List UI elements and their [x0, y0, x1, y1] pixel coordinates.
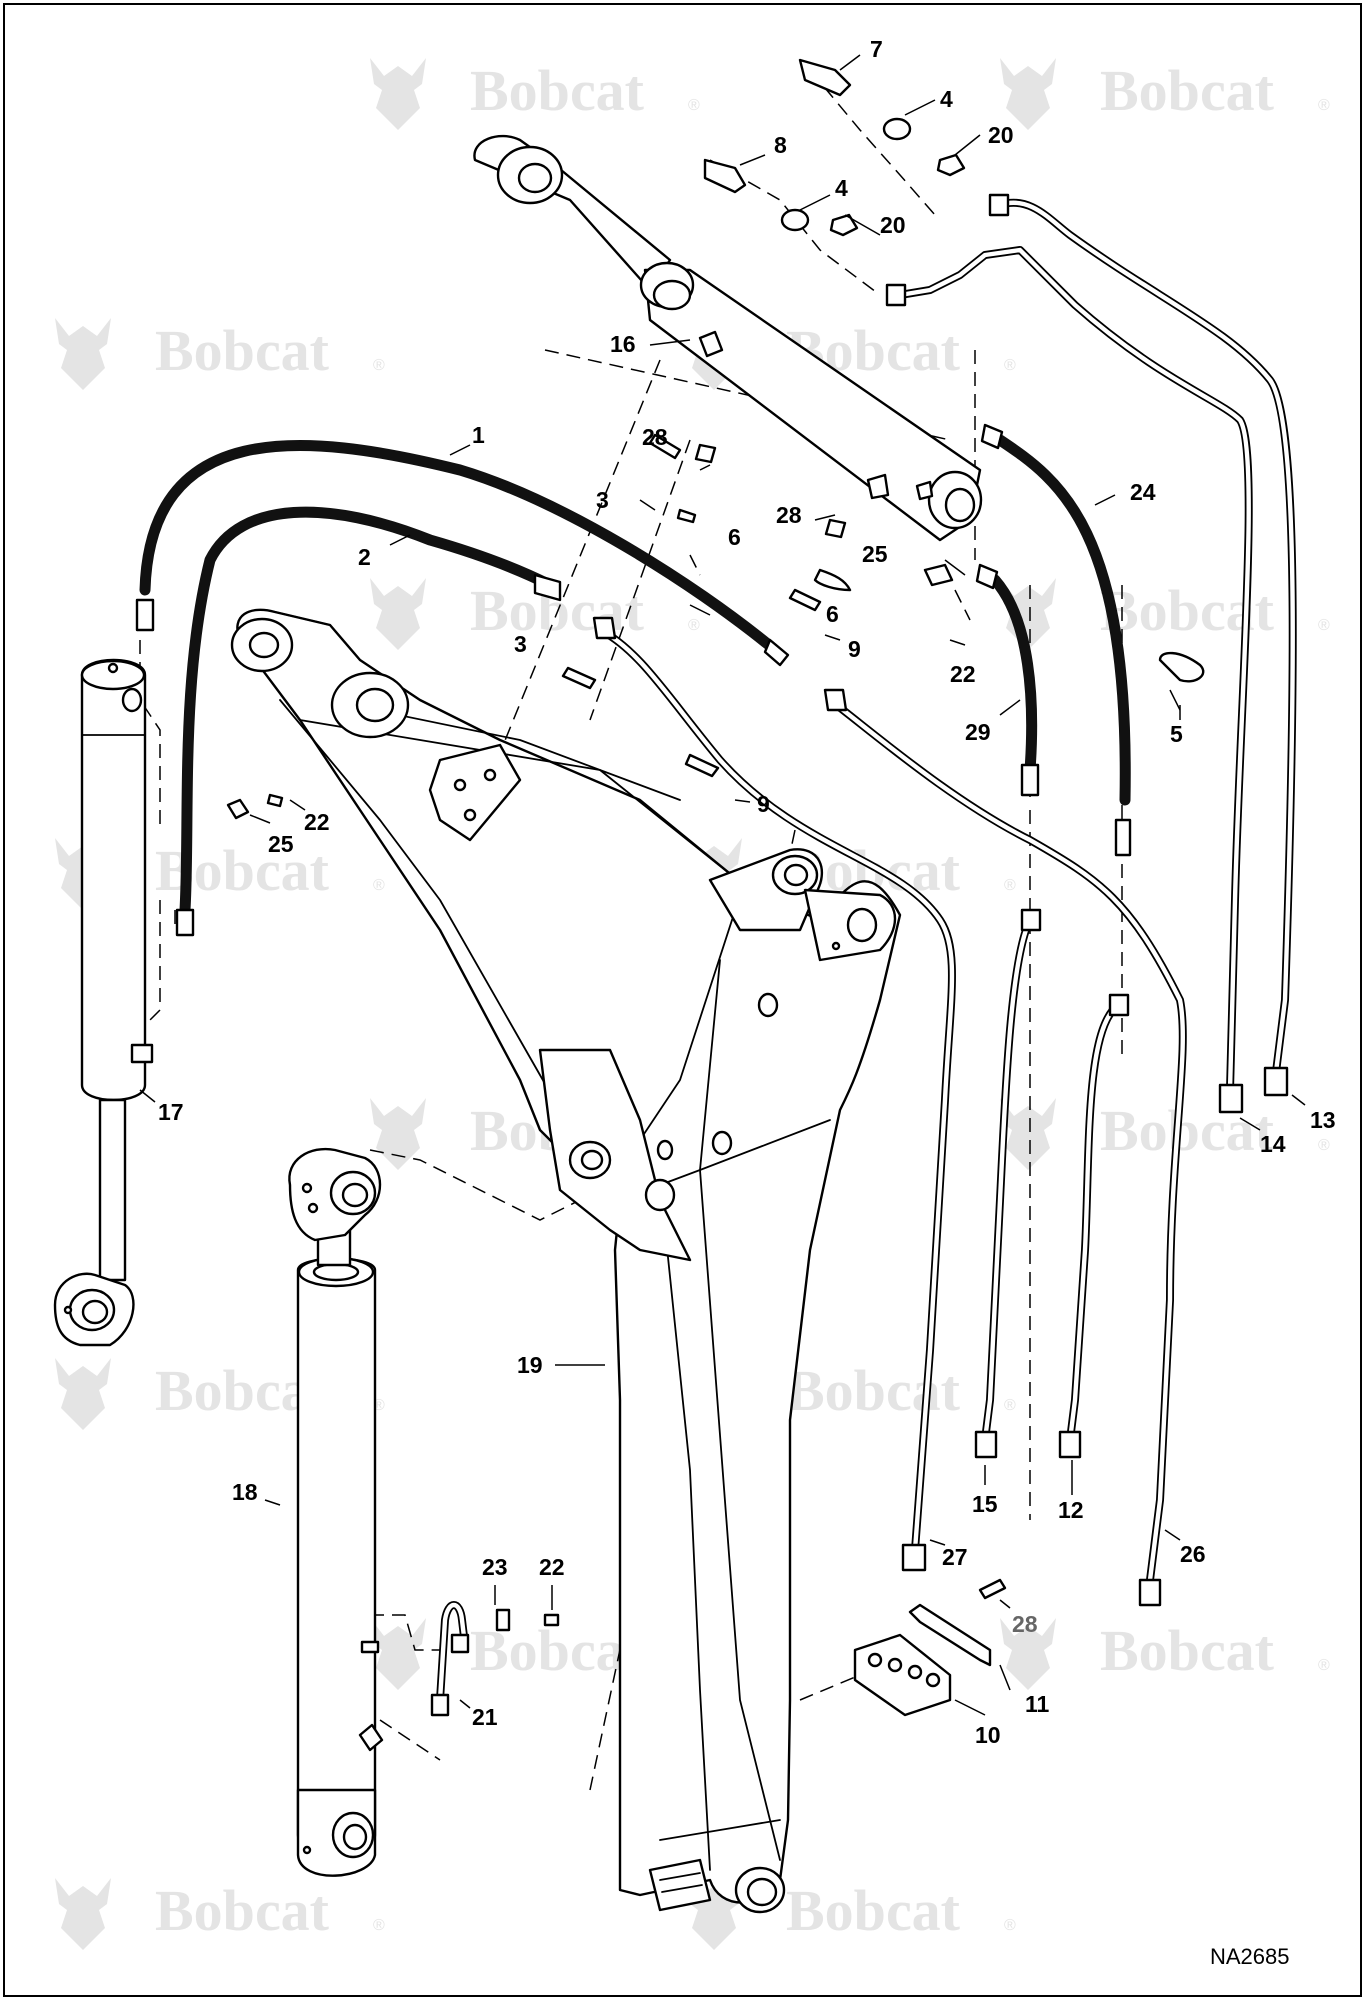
callout-29: 29: [965, 719, 991, 745]
callout-10: 10: [975, 1722, 1001, 1748]
bobcat-watermark: Bobcat ®: [55, 318, 385, 390]
callout-21: 21: [472, 1704, 498, 1730]
callout-28: 28: [776, 502, 802, 528]
svg-text:®: ®: [1318, 617, 1330, 634]
hose-1: [139, 439, 781, 656]
stick-cylinder: [473, 134, 983, 542]
svg-text:Bobcat: Bobcat: [786, 1358, 961, 1423]
boom-cylinder-18: [288, 1147, 384, 1877]
hose-2: [179, 506, 556, 916]
callout-25: 25: [862, 541, 888, 567]
bobcat-watermark: Bobcat ®: [1000, 1098, 1330, 1170]
bobcat-watermark: Bobcat ®: [55, 1878, 385, 1950]
callout-1: 1: [472, 422, 485, 448]
svg-text:®: ®: [1318, 97, 1330, 114]
callout-14: 14: [1260, 1131, 1286, 1157]
bobcat-watermark: Bobcat ®: [1000, 578, 1330, 650]
svg-text:®: ®: [373, 1917, 385, 1934]
callout-12: 12: [1058, 1497, 1084, 1523]
drawing-code: NA2685: [1210, 1944, 1290, 1969]
bobcat-watermark: Bobcat ®: [1000, 58, 1330, 130]
bobcat-watermark: Bobcat ®: [1000, 1618, 1330, 1690]
svg-text:®: ®: [1318, 1657, 1330, 1674]
callout-6: 6: [728, 524, 741, 550]
svg-text:®: ®: [1004, 357, 1016, 374]
boom-cylinder-17: [53, 658, 154, 1347]
svg-text:®: ®: [688, 97, 700, 114]
svg-text:Bobcat: Bobcat: [786, 1878, 961, 1943]
callout-15: 15: [972, 1491, 998, 1517]
bobcat-watermark: Bobcat ®: [370, 58, 700, 130]
callout-27: 27: [942, 1544, 968, 1570]
svg-text:Bobcat: Bobcat: [470, 58, 645, 123]
callout-6: 6: [826, 601, 839, 627]
callout-22: 22: [539, 1554, 565, 1580]
callout-25: 25: [268, 831, 294, 857]
callout-22: 22: [304, 809, 330, 835]
callout-19: 19: [517, 1352, 543, 1378]
svg-text:®: ®: [373, 357, 385, 374]
callout-23: 23: [482, 1554, 508, 1580]
svg-text:®: ®: [688, 617, 700, 634]
callout-5: 5: [1170, 721, 1183, 747]
callout-24: 24: [1130, 479, 1156, 505]
leader-lines: [139, 54, 1306, 1716]
svg-text:Bobcat: Bobcat: [155, 1878, 330, 1943]
callout-20: 20: [988, 122, 1014, 148]
callout-8: 8: [774, 132, 787, 158]
callout-9: 9: [848, 636, 861, 662]
svg-text:®: ®: [1004, 1917, 1016, 1934]
svg-text:®: ®: [1318, 1137, 1330, 1154]
callout-26: 26: [1180, 1541, 1206, 1567]
callout-3: 3: [596, 487, 609, 513]
callout-28: 28: [642, 424, 668, 450]
callout-9: 9: [757, 791, 770, 817]
svg-text:Bobcat: Bobcat: [1100, 1618, 1275, 1683]
steel-tubes: [430, 193, 1297, 1717]
hose-29: [989, 574, 1038, 776]
svg-text:Bobcat: Bobcat: [155, 318, 330, 383]
callout-22: 22: [950, 661, 976, 687]
callout-13: 13: [1310, 1107, 1336, 1133]
svg-text:®: ®: [1004, 877, 1016, 894]
small-parts: [226, 58, 1205, 1717]
callout-2: 2: [358, 544, 371, 570]
hose-24: [994, 434, 1131, 806]
callout-4: 4: [835, 175, 848, 201]
callout-20: 20: [880, 212, 906, 238]
svg-text:Bobcat: Bobcat: [1100, 58, 1275, 123]
callout-numbers: 1 2 3 3 4 4 5 6 6 7 8 9 9 10 11 12 13 14…: [158, 36, 1336, 1748]
callout-7: 7: [870, 36, 883, 62]
boom: [230, 608, 902, 1914]
callout-11: 11: [1025, 1691, 1050, 1717]
callout-28: 28: [1012, 1611, 1038, 1637]
callout-16: 16: [610, 331, 636, 357]
svg-text:Bobcat: Bobcat: [1100, 1098, 1275, 1163]
callout-4: 4: [940, 86, 953, 112]
svg-text:®: ®: [373, 877, 385, 894]
svg-text:®: ®: [1004, 1397, 1016, 1414]
callout-18: 18: [232, 1479, 258, 1505]
drawing-frame: [3, 3, 1362, 1997]
hydraulic-hoses: [135, 423, 1132, 937]
callout-17: 17: [158, 1099, 184, 1125]
callout-3: 3: [514, 631, 527, 657]
